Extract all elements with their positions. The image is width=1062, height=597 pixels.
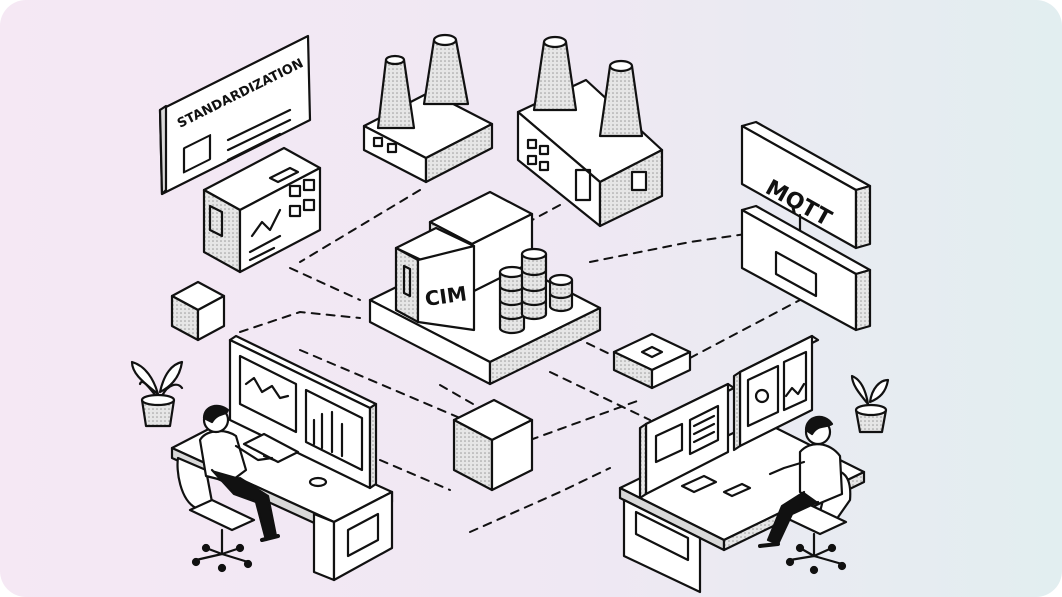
link-hub-to-right xyxy=(549,371,651,421)
small-factory-icon xyxy=(362,33,494,184)
mqtt-sign-icon: MQTT xyxy=(740,120,872,332)
monitor-icon xyxy=(732,334,820,452)
link-cube-to-right-desk xyxy=(529,399,641,441)
monitor-icon xyxy=(638,382,736,500)
office-chair-icon xyxy=(176,456,256,573)
operator-left-icon xyxy=(198,404,280,542)
link-smallfactory-to-hub xyxy=(299,189,421,263)
link-mqtt-to-hub xyxy=(589,231,761,263)
monitor-icon xyxy=(228,334,378,490)
link-bottom-right xyxy=(469,467,611,533)
cim-hub-icon: CIM xyxy=(368,190,602,386)
link-hub-to-cube xyxy=(439,384,481,409)
cube-icon xyxy=(170,280,226,342)
plant-pot-icon xyxy=(850,374,890,434)
cim-label: CIM xyxy=(423,281,468,311)
link-cabinet-to-hub xyxy=(289,267,361,301)
connection-lines xyxy=(239,189,801,533)
control-cabinet-icon xyxy=(202,146,322,274)
link-chip-to-mqtt xyxy=(689,299,801,359)
plant-pot-icon xyxy=(130,360,184,428)
chip-icon xyxy=(612,332,692,390)
link-bottom-left xyxy=(379,459,451,491)
link-chip-to-hub xyxy=(559,329,619,359)
database-stack-icon xyxy=(498,247,574,335)
operator-right-icon xyxy=(758,415,844,548)
link-left-desk-to-hub xyxy=(239,311,361,333)
large-factory-icon xyxy=(516,35,664,228)
cube-icon xyxy=(452,398,534,492)
